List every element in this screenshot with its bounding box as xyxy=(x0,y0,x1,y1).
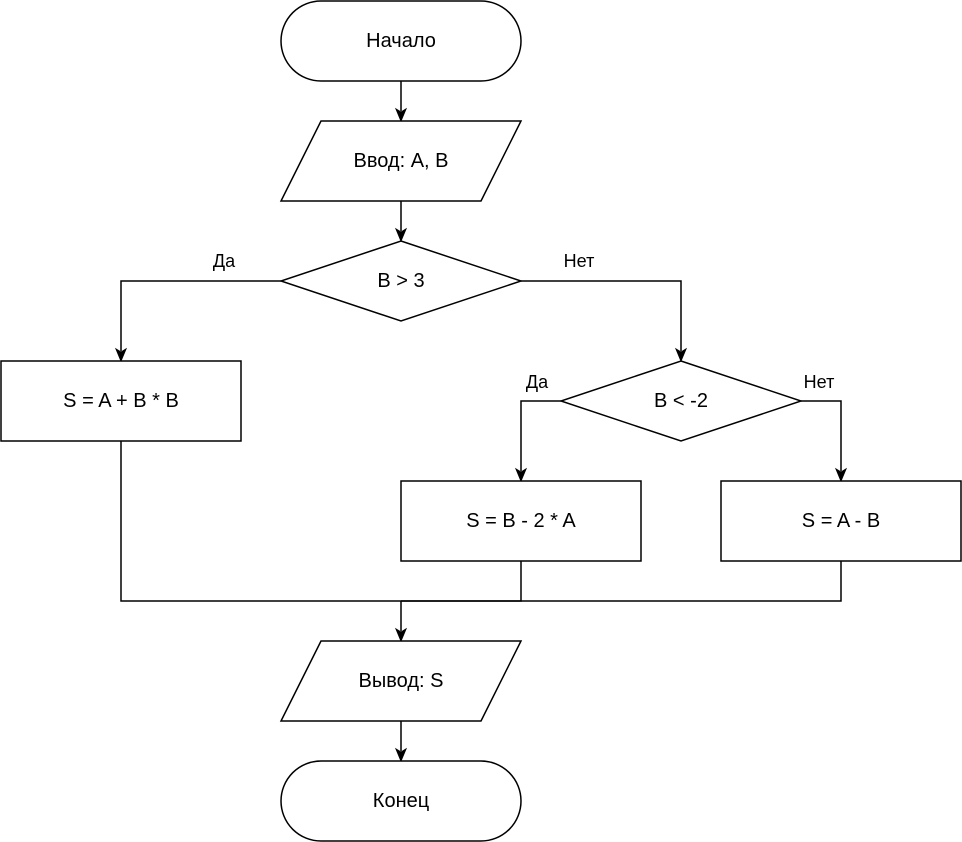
condition-2-diamond xyxy=(558,360,804,442)
output-text: Вывод: S xyxy=(359,670,444,692)
node-calc-3: S = A - B xyxy=(720,480,962,562)
start-terminator xyxy=(280,0,522,82)
calc-3-box xyxy=(720,480,962,562)
edge-condition-2-yes xyxy=(520,400,561,471)
arrowhead-calc-1 xyxy=(114,347,128,363)
node-calc-2: S = B - 2 * A xyxy=(400,480,642,562)
node-start: Начало xyxy=(280,0,522,82)
end-terminator xyxy=(280,760,522,842)
input-parallelogram xyxy=(279,120,523,202)
output-parallelogram xyxy=(279,640,523,722)
label-condition-2-yes: Да xyxy=(526,372,549,392)
edge-labels: Да Нет Да Нет xyxy=(213,251,834,392)
node-input: Ввод: A, B xyxy=(279,120,523,202)
arrowhead-condition-2 xyxy=(674,347,688,363)
node-condition-1: B > 3 xyxy=(278,240,524,322)
node-condition-2: B < -2 xyxy=(558,360,804,442)
connectors xyxy=(114,81,848,763)
edge-condition-1-yes xyxy=(120,280,281,351)
start-text: Начало xyxy=(366,30,436,52)
edge-condition-2-no xyxy=(801,400,842,471)
condition-2-text: B < -2 xyxy=(654,390,708,412)
calc-1-text: S = A + B * B xyxy=(63,390,179,412)
label-condition-1-no: Нет xyxy=(564,251,595,271)
edge-condition-1-no xyxy=(521,280,682,351)
edge-calc-1-merge xyxy=(120,441,401,602)
end-text: Конец xyxy=(373,790,429,812)
input-text: Ввод: A, B xyxy=(354,150,449,172)
arrowhead-input xyxy=(394,107,408,123)
node-output: Вывод: S xyxy=(279,640,523,722)
arrowhead-calc-2 xyxy=(514,467,528,483)
calc-2-text: S = B - 2 * A xyxy=(466,510,576,532)
calc-2-box xyxy=(400,480,642,562)
calc-1-box xyxy=(0,360,242,442)
arrowhead-condition-1 xyxy=(394,227,408,243)
arrowhead-calc-3 xyxy=(834,467,848,483)
condition-1-diamond xyxy=(278,240,524,322)
calc-3-text: S = A - B xyxy=(802,510,880,532)
node-end: Конец xyxy=(280,760,522,842)
label-condition-2-no: Нет xyxy=(804,372,835,392)
arrowhead-output xyxy=(394,627,408,643)
arrowhead-end xyxy=(394,747,408,763)
edge-calc-3-merge xyxy=(401,561,842,602)
edge-calc-2-merge xyxy=(401,561,522,602)
label-condition-1-yes: Да xyxy=(213,251,236,271)
condition-1-text: B > 3 xyxy=(377,270,424,292)
node-calc-1: S = A + B * B xyxy=(0,360,242,442)
